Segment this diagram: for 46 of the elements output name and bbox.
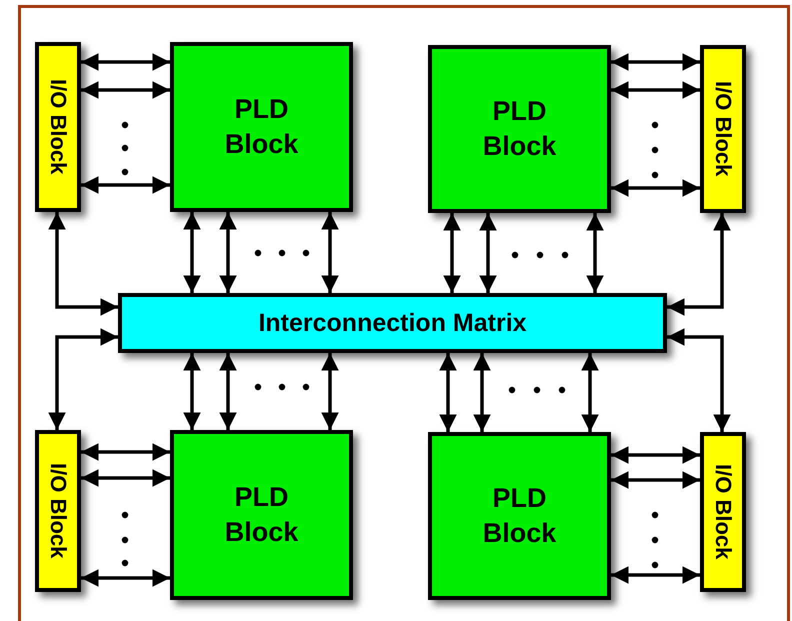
double-arrow (479, 213, 497, 293)
block-label: PLD Block (482, 94, 558, 163)
pld-block (170, 430, 353, 600)
double-arrow (48, 212, 118, 316)
double-arrow (219, 212, 237, 293)
double-arrow (183, 212, 201, 293)
double-arrow (611, 446, 700, 464)
interconnection-matrix-box (118, 293, 667, 353)
io-block (700, 432, 746, 592)
double-arrow (81, 176, 170, 194)
io-block (35, 42, 81, 212)
double-arrow (586, 213, 604, 293)
double-arrow (611, 81, 700, 99)
double-arrow (439, 353, 457, 432)
block-label: PLD Block (224, 92, 300, 161)
block-label: PLD Block (482, 482, 558, 550)
double-arrow (81, 469, 170, 487)
double-arrow (321, 353, 339, 430)
double-arrow (81, 53, 170, 71)
double-arrow (81, 569, 170, 587)
double-arrow (611, 179, 700, 197)
block-label: I/O Block (710, 464, 736, 560)
block-label: Interconnection Matrix (258, 308, 527, 338)
double-arrow (183, 353, 201, 430)
pld-block (170, 42, 353, 212)
double-arrow (321, 212, 339, 293)
pld-block (428, 432, 611, 600)
double-arrow (81, 443, 170, 461)
double-arrow (581, 353, 599, 432)
io-block (700, 45, 746, 213)
double-arrow (473, 353, 491, 432)
double-arrow (611, 53, 700, 71)
pld-block (428, 45, 611, 213)
block-label: I/O Block (710, 81, 736, 177)
double-arrow (81, 81, 170, 99)
block-label: I/O Block (45, 463, 71, 559)
double-arrow (443, 213, 461, 293)
block-label: I/O Block (45, 79, 71, 175)
io-block (35, 430, 81, 592)
double-arrow (219, 353, 237, 430)
double-arrow (611, 471, 700, 489)
double-arrow (667, 213, 731, 316)
block-label: PLD Block (224, 480, 300, 549)
double-arrow (611, 566, 700, 584)
double-arrow (48, 328, 118, 430)
double-arrow (667, 328, 731, 432)
